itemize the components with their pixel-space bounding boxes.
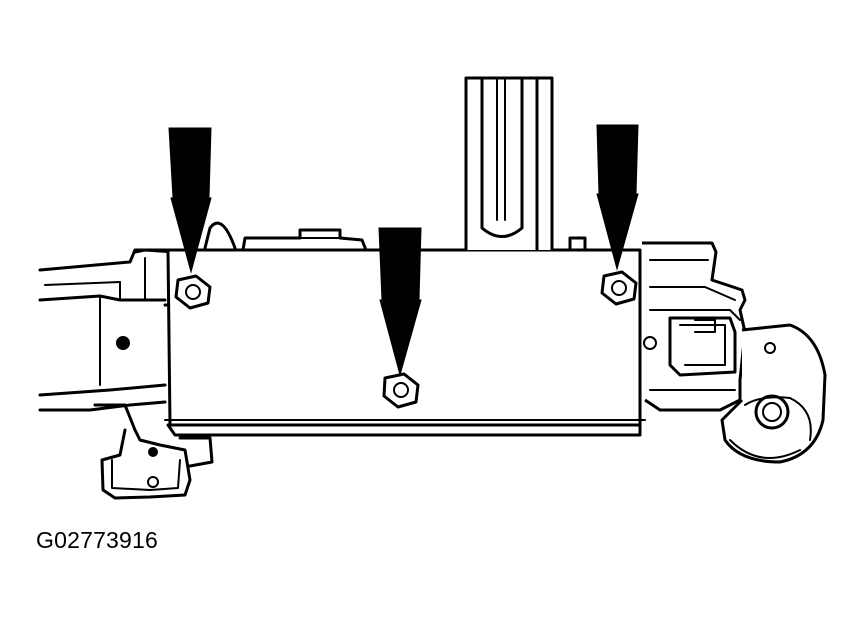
housing-top-features	[203, 221, 587, 252]
steering-shaft	[464, 76, 554, 252]
fastener-left	[174, 274, 212, 310]
fastener-center	[382, 372, 420, 409]
right-mount	[720, 323, 827, 464]
column-tube-left	[38, 248, 172, 412]
arrow-left	[168, 127, 212, 274]
lower-left-bracket	[93, 403, 214, 500]
arrow-right	[596, 124, 639, 271]
fastener-right	[600, 270, 638, 306]
figure-code-label: G02773916	[36, 527, 159, 553]
arrow-center	[378, 227, 422, 377]
right-connector	[642, 241, 747, 412]
